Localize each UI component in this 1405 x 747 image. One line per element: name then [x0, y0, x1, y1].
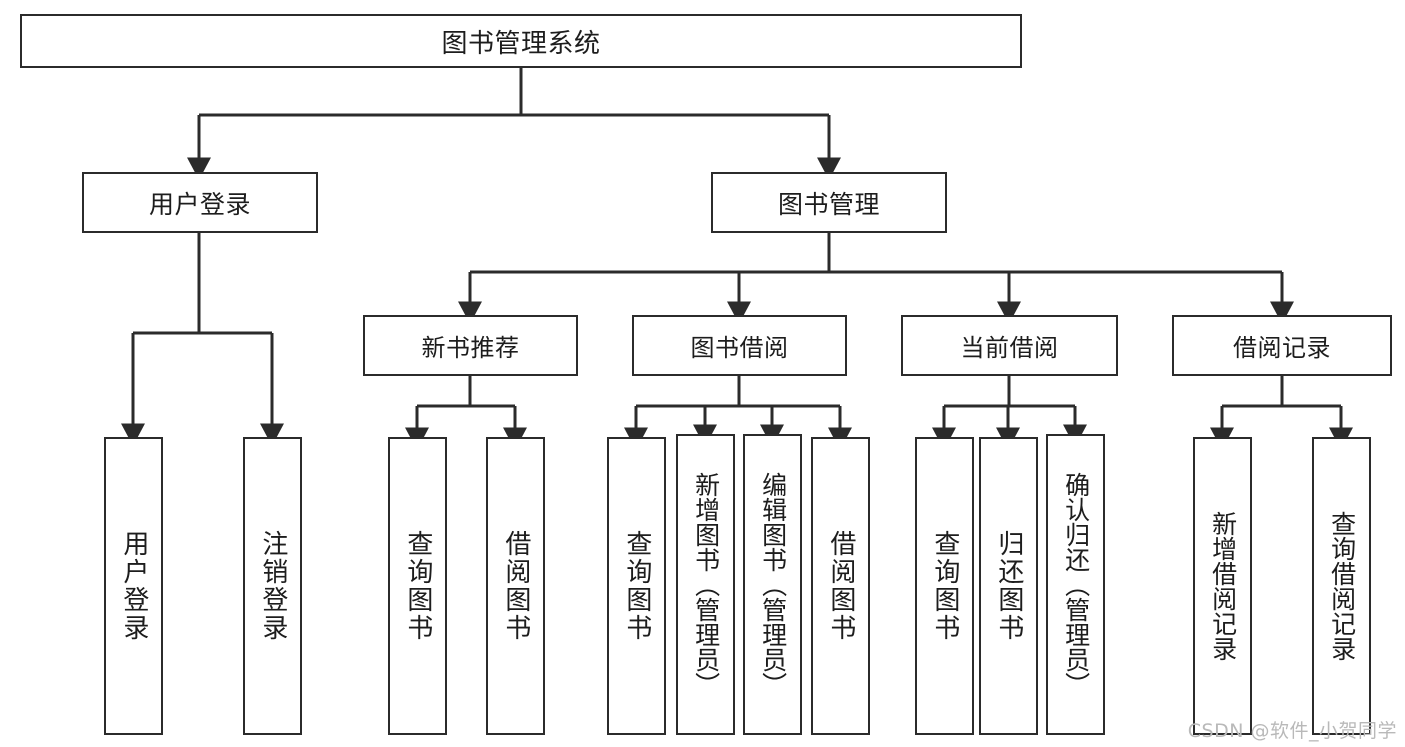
node-book-borrow-label: 图书借阅 [690, 334, 789, 362]
node-current-borrow[interactable]: 当前借阅 [901, 315, 1118, 376]
node-leaf-query-book-1[interactable]: 查询图书 [388, 437, 447, 735]
node-leaf-logout[interactable]: 注销登录 [243, 437, 302, 735]
node-leaf-borrow-book-2-label: 借阅图书 [825, 530, 856, 642]
node-leaf-return-book[interactable]: 归还图书 [979, 437, 1038, 735]
node-borrow-record[interactable]: 借阅记录 [1172, 315, 1392, 376]
node-leaf-borrow-book-2[interactable]: 借阅图书 [811, 437, 870, 735]
node-leaf-user-login[interactable]: 用户登录 [104, 437, 163, 735]
node-book-manage[interactable]: 图书管理 [711, 172, 947, 233]
node-user-login-label: 用户登录 [148, 189, 251, 219]
node-leaf-add-book[interactable]: 新增图书（管理员） [676, 434, 735, 735]
node-leaf-add-book-label: 新增图书（管理员） [691, 472, 721, 697]
node-user-login[interactable]: 用户登录 [82, 172, 318, 233]
node-leaf-query-book-3[interactable]: 查询图书 [915, 437, 974, 735]
node-leaf-logout-label: 注销登录 [257, 530, 288, 642]
node-leaf-query-book-1-label: 查询图书 [402, 530, 433, 642]
node-leaf-add-record-label: 新增借阅记录 [1208, 511, 1238, 661]
node-new-book-rec[interactable]: 新书推荐 [363, 315, 578, 376]
node-current-borrow-label: 当前借阅 [960, 334, 1059, 362]
node-root[interactable]: 图书管理系统 [20, 14, 1022, 68]
node-leaf-edit-book-label: 编辑图书（管理员） [758, 472, 788, 697]
node-leaf-query-record-label: 查询借阅记录 [1327, 511, 1357, 661]
node-borrow-record-label: 借阅记录 [1233, 334, 1331, 362]
node-leaf-return-book-label: 归还图书 [993, 530, 1024, 642]
node-new-book-rec-label: 新书推荐 [421, 334, 520, 362]
node-leaf-add-record[interactable]: 新增借阅记录 [1193, 437, 1252, 735]
node-book-manage-label: 图书管理 [777, 189, 880, 219]
node-leaf-edit-book[interactable]: 编辑图书（管理员） [743, 434, 802, 735]
node-leaf-query-book-2[interactable]: 查询图书 [607, 437, 666, 735]
node-leaf-user-login-label: 用户登录 [118, 530, 149, 642]
node-leaf-query-book-3-label: 查询图书 [929, 530, 960, 642]
node-book-borrow[interactable]: 图书借阅 [632, 315, 847, 376]
node-root-label: 图书管理系统 [441, 28, 601, 59]
node-leaf-confirm-return[interactable]: 确认归还（管理员） [1046, 434, 1105, 735]
node-leaf-query-book-2-label: 查询图书 [621, 530, 652, 642]
node-leaf-confirm-return-label: 确认归还（管理员） [1061, 472, 1091, 697]
node-leaf-borrow-book-1[interactable]: 借阅图书 [486, 437, 545, 735]
node-leaf-borrow-book-1-label: 借阅图书 [500, 530, 531, 642]
node-leaf-query-record[interactable]: 查询借阅记录 [1312, 437, 1371, 735]
